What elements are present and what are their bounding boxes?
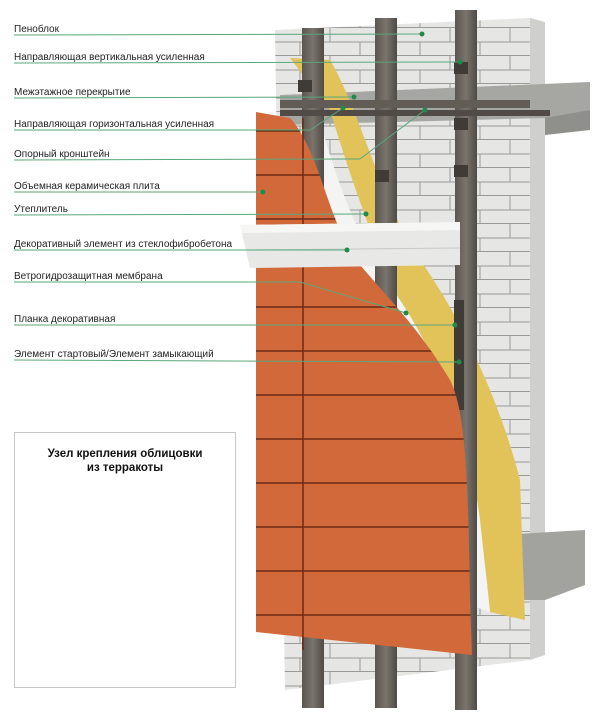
label-decorative-element: Декоративный элемент из стеклофибробетон… [14,239,233,250]
label-horizontal-guide: Направляющая горизонтальная усиленная [14,119,215,130]
support-brackets [298,62,468,410]
label-start-end-element: Элемент стартовый/Элемент замыкающий [14,349,214,360]
label-support-bracket: Опорный кронштейн [14,149,110,160]
inset-title-line2: из терракоты [86,462,164,474]
label-penoblok: Пеноблок [14,24,59,35]
insulation-layer [290,58,525,620]
leader-dots [260,31,463,365]
label-insulation: Утеплитель [14,204,68,215]
label-vertical-guide: Направляющая вертикальная усиленная [14,52,205,63]
label-membrane: Ветрогидрозащитная мембрана [14,271,163,282]
inset-panel: Узел крепления облицовки из терракоты [14,432,236,688]
leader-lines [13,33,461,363]
horizontal-guides [280,100,550,116]
decorative-cornice [240,222,461,268]
label-floor-slab: Межэтажное перекрытие [14,87,131,98]
inset-title: Узел крепления облицовки из терракоты [15,447,235,475]
label-decorative-strip: Планка декоративная [14,314,116,325]
label-ceramic-tile: Объемная керамическая плита [14,181,160,192]
inset-title-line1: Узел крепления облицовки [47,448,203,460]
